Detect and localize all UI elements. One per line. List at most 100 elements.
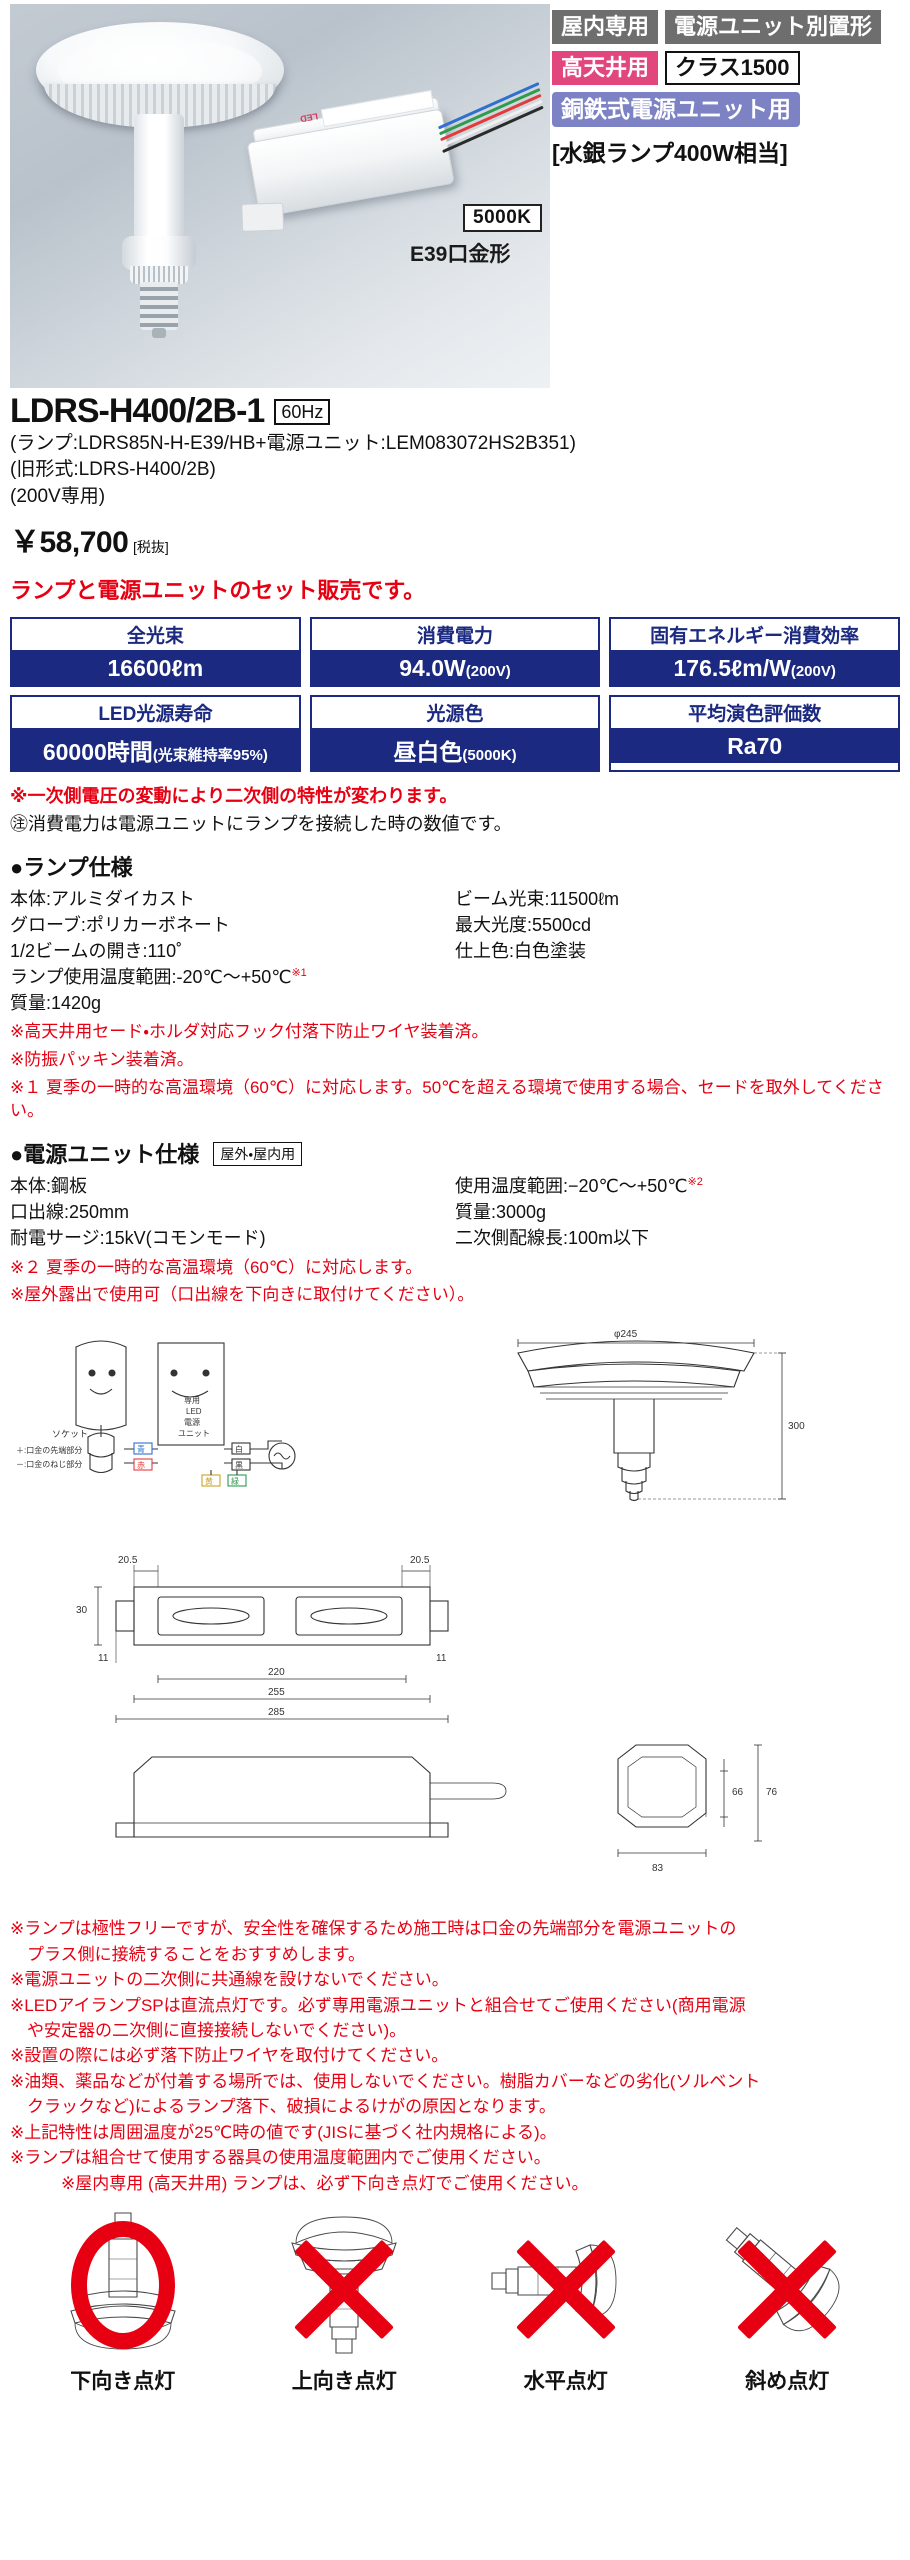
price-value: ￥58,700 [10,525,129,559]
badge-indoor-only: 屋内専用 [552,10,659,44]
dimension-66: 66 [732,1787,744,1798]
dimension-20-5-right: 20.5 [410,1555,430,1566]
dimension-11-left: 11 [98,1653,109,1664]
orientation-art [244,2211,444,2361]
price-line: ￥58,700 [税抜] [10,517,900,561]
badge-panel: 屋内専用 電源ユニット別置形 高天井用 クラス1500 銅鉄式電源ユニット用 [… [550,4,910,388]
lamp-spec-right: ビーム光束:11500ℓm 最大光度:5500cd 仕上色:白色塗装 [455,886,900,1016]
orientation-tilted: 斜め点灯 [687,2211,887,2395]
driver-footnote-outdoor: ※屋外露出で使用可（口出線を下向きに取付けてください）。 [10,1285,475,1305]
spec-head: 消費電力 [311,618,599,652]
lamp-footnote-1: ※１ 夏季の一時的な高温環境（60℃）に対応します。50℃を超える環境で使用する… [10,1077,884,1121]
caution-item: ※油類、薬品などが付着する場所では、使用しないでください。樹脂カバーなどの劣化(… [10,2071,761,2091]
unit-label-line-1: 専用 [184,1395,200,1405]
orientation-art [466,2211,666,2361]
orientation-label: 上向き点灯 [291,2370,397,2394]
driver-spec-item: 口出線:250mm [10,1202,130,1223]
spec-head: 全光束 [12,618,299,652]
driver-spec-left: 本体:鋼板 口出線:250mm 耐電サージ:15kV(コモンモード) [10,1173,455,1251]
dimension-11-right: 11 [436,1653,447,1664]
product-photo: LED 5000K E39口金形 [10,4,550,388]
caution-item: ※LEDアイランプSPは直流点灯です。必ず専用電源ユニットと組合せてご使用くださ… [10,1995,746,2015]
lamp-spec-item: 最大光度:5500cd [455,914,592,935]
orientation-horizontal: 水平点灯 [466,2211,666,2395]
badge-ballast-type: 銅鉄式電源ユニット用 [552,92,800,127]
driver-usage-badge: 屋外・屋内用 [213,1142,303,1167]
spec-note-power: ㊟消費電力は電源ユニットにランプを接続した時の数値です。 [10,813,512,834]
lamp-spec-item: 本体:アルミダイカスト [10,888,195,909]
dimension-diameter: φ245 [614,1329,638,1340]
orientation-label: 水平点灯 [523,2370,608,2394]
driver-spec-title-text: ●電源ユニット仕様 [10,1142,200,1168]
unit-label-line-2: LED [186,1407,202,1416]
lamp-illustration [30,14,300,354]
caution-item: プラス側に接続することをおすすめします。 [10,1944,365,1964]
driver-spec-item-temp: 使用温度範囲:−20℃～+50℃※2 [455,1176,703,1197]
dimension-83: 83 [652,1863,664,1874]
lamp-spec-left: 本体:アルミダイカスト グローブ:ポリカーボネート 1/2ビームの開き:110˚… [10,886,455,1016]
terminal-plus-label: ＋:口金の先端部分 [16,1445,82,1455]
dimension-76: 76 [766,1787,778,1798]
caution-item: ※設置の際には必ず落下防止ワイヤを取付けてください。 [10,2046,449,2066]
caution-item: ※上記特性は周囲温度が25℃時の値です(JISに基づく社内規格による)。 [10,2122,557,2142]
badge-equivalent-wattage: [水銀ランプ400W相当] [552,140,788,166]
orientation-art [23,2211,223,2361]
spec-table-row-2: LED光源寿命 60000時間(光束維持率95%) 光源色 昼白色(5000K)… [10,694,901,772]
lamp-spec-item-temp: ランプ使用温度範囲:-20℃～+50℃※1 [10,966,307,987]
unit-label-line-3: 電源 [184,1418,200,1427]
hero-section: LED 5000K E39口金形 屋内専用 電源ユニット別置形 高天井用 クラス… [0,0,910,390]
spec-value: 176.5ℓm/W(200V) [611,651,899,685]
orientation-label: 斜め点灯 [745,2370,830,2394]
wire-label-blue: 青 [137,1444,145,1454]
frequency-badge: 60Hz [274,398,331,426]
spec-cell-cri: 平均演色評価数 Ra70 [609,694,901,772]
spec-value: Ra70 [611,729,899,763]
driver-spec-columns: 本体:鋼板 口出線:250mm 耐電サージ:15kV(コモンモード) 使用温度範… [10,1173,900,1251]
spec-head: LED光源寿命 [12,696,299,730]
caution-item: ※屋内専用 (高天井用) ランプは、必ず下向き点灯でご使用ください。 [10,2173,589,2193]
driver-spec-right: 使用温度範囲:−20℃～+50℃※2 質量:3000g 二次側配線長:100m以… [455,1173,900,1251]
spec-value: 60000時間(光束維持率95%) [12,729,299,770]
orientation-down: 下向き点灯 [23,2211,223,2395]
ng-cross-icon [504,2225,628,2349]
ng-cross-icon [282,2225,406,2349]
driver-footnote-2: ※２ 夏季の一時的な高温環境（60℃）に対応します。 [10,1257,423,1277]
lamp-spec-columns: 本体:アルミダイカスト グローブ:ポリカーボネート 1/2ビームの開き:110˚… [10,886,900,1016]
lamp-spec-item: 仕上色:白色塗装 [455,940,587,961]
lamp-spec-item: ビーム光束:11500ℓm [455,888,619,909]
orientation-guide: 下向き点灯 上向き点灯 [12,2211,898,2395]
badge-row-1: 屋内専用 電源ユニット別置形 [552,10,882,44]
badge-row-3: 銅鉄式電源ユニット用 [552,92,881,127]
driver-dimension-diagram: 20.5 20.5 30 11 11 220 255 285 [76,1555,778,1874]
socket-label: ソケット [52,1429,88,1439]
driver-spec-item: 本体:鋼板 [10,1176,88,1197]
spec-cell-power-consumption: 消費電力 94.0W(200V) [309,616,601,687]
caution-item: クラックなど)によるランプ落下、破損によるけがの原因となります。 [10,2097,556,2117]
spec-table-row-1: 全光束 16600ℓm 消費電力 94.0W(200V) 固有エネルギー消費効率… [10,616,901,687]
model-number: LDRS-H400/2B-1 [10,392,265,430]
price-tax-note: [税抜] [133,538,169,555]
spec-value: 昼白色(5000K) [311,729,599,770]
footnote-marker: ※1 [291,966,307,979]
spec-head: 平均演色評価数 [611,696,899,730]
spec-value: 94.0W(200V) [311,651,599,685]
caution-item: ※ランプは極性フリーですが、安全性を確保するため施工時は口金の先端部分を電源ユニ… [10,1919,737,1939]
badge-row-2: 高天井用 クラス1500 [552,51,881,85]
dimension-285: 285 [268,1707,285,1718]
wire-label-red: 赤 [137,1461,145,1470]
ok-circle-icon [70,2221,175,2350]
driver-spec-item: 耐電サージ:15kV(コモンモード) [10,1228,266,1249]
dimension-height: 300 [788,1421,805,1432]
orientation-art [687,2211,887,2361]
lamp-spec-item: グローブ:ポリカーボネート [10,914,230,935]
cap-type-label: E39口金形 [410,243,511,266]
badge-class: クラス1500 [665,51,800,85]
spec-note-voltage: ※一次側電圧の変動により二次側の特性が変わります。 [10,785,458,806]
spec-value: 16600ℓm [12,651,299,685]
footnote-marker: ※2 [687,1176,703,1189]
spec-cell-color: 光源色 昼白色(5000K) [309,694,601,772]
wiring-and-outline-diagram: ソケット 専用 LED 電源 ユニット 青 赤 白 黒 [16,1329,805,1502]
spec-head: 光源色 [311,696,599,730]
terminal-minus-label: －:口金のねじ部分 [16,1459,82,1469]
